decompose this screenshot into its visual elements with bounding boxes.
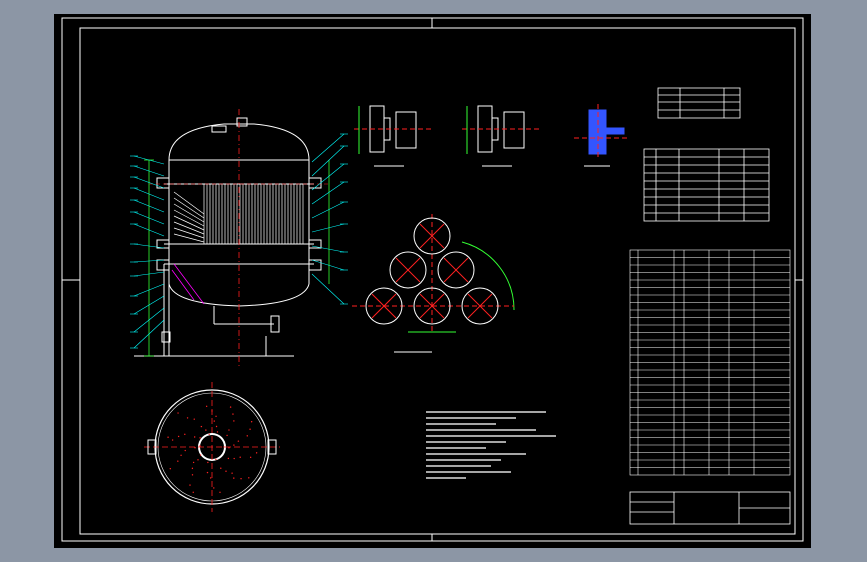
parts-list-table (629, 249, 791, 476)
title-block (629, 491, 791, 525)
nozzle-table (657, 87, 741, 119)
tube-layout-pattern (352, 214, 515, 353)
cad-viewport[interactable] (54, 14, 811, 548)
cad-drawing-canvas (61, 17, 804, 542)
detail-view-1 (354, 105, 432, 167)
detail-view-3 (574, 104, 629, 167)
vessel-plan-view (144, 382, 280, 512)
detail-view-2 (462, 105, 540, 167)
technical-notes (426, 411, 556, 479)
main-vessel-elevation (130, 109, 348, 366)
sheet-frame (61, 17, 804, 542)
design-data-table (643, 148, 770, 222)
